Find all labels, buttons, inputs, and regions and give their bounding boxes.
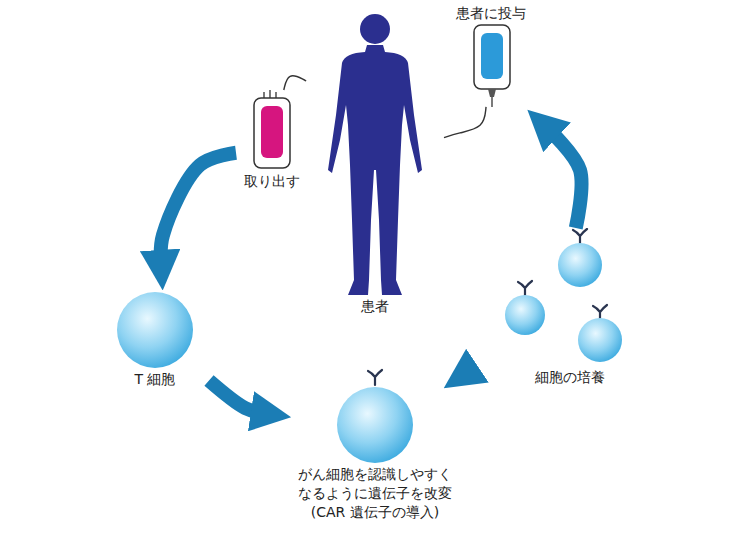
infusion-tube (284, 76, 306, 90)
node-label: T 細胞 (101, 370, 209, 389)
culture-node: 細胞の培養 (491, 228, 649, 387)
cultured-cells (495, 228, 645, 368)
infusion-bag-blue (452, 23, 530, 107)
infusion-bag-node: 患者に投与 (448, 4, 534, 107)
process-arrow (209, 381, 263, 413)
node-label: (CAR 遺伝子の導入) (295, 503, 455, 522)
t-cell-node: T 細胞 (101, 290, 209, 389)
process-arrow (460, 372, 468, 378)
car-t-cell-node: がん細胞を認識しやすく なるように遺伝子を改変(CAR 遺伝子の導入) (290, 367, 460, 522)
node-label: がん細胞を認識しやすく なるように遺伝子を改変 (295, 465, 455, 503)
car-t-cell-circle (290, 367, 460, 465)
process-arrow (161, 153, 236, 262)
node-label: 患者に投与 (448, 4, 534, 23)
blood-bag-pink (240, 90, 304, 172)
node-label: 細胞の培養 (491, 368, 649, 387)
collect-bag-node: 取り出す (236, 90, 308, 191)
node-label: 取り出す (236, 172, 308, 191)
patient-figure (310, 5, 440, 297)
process-arrow (548, 129, 581, 228)
node-label: 患者 (306, 297, 444, 316)
t-cell-circle (105, 290, 205, 370)
patient-node: 患者 (306, 5, 444, 316)
infusion-tube (444, 107, 486, 138)
